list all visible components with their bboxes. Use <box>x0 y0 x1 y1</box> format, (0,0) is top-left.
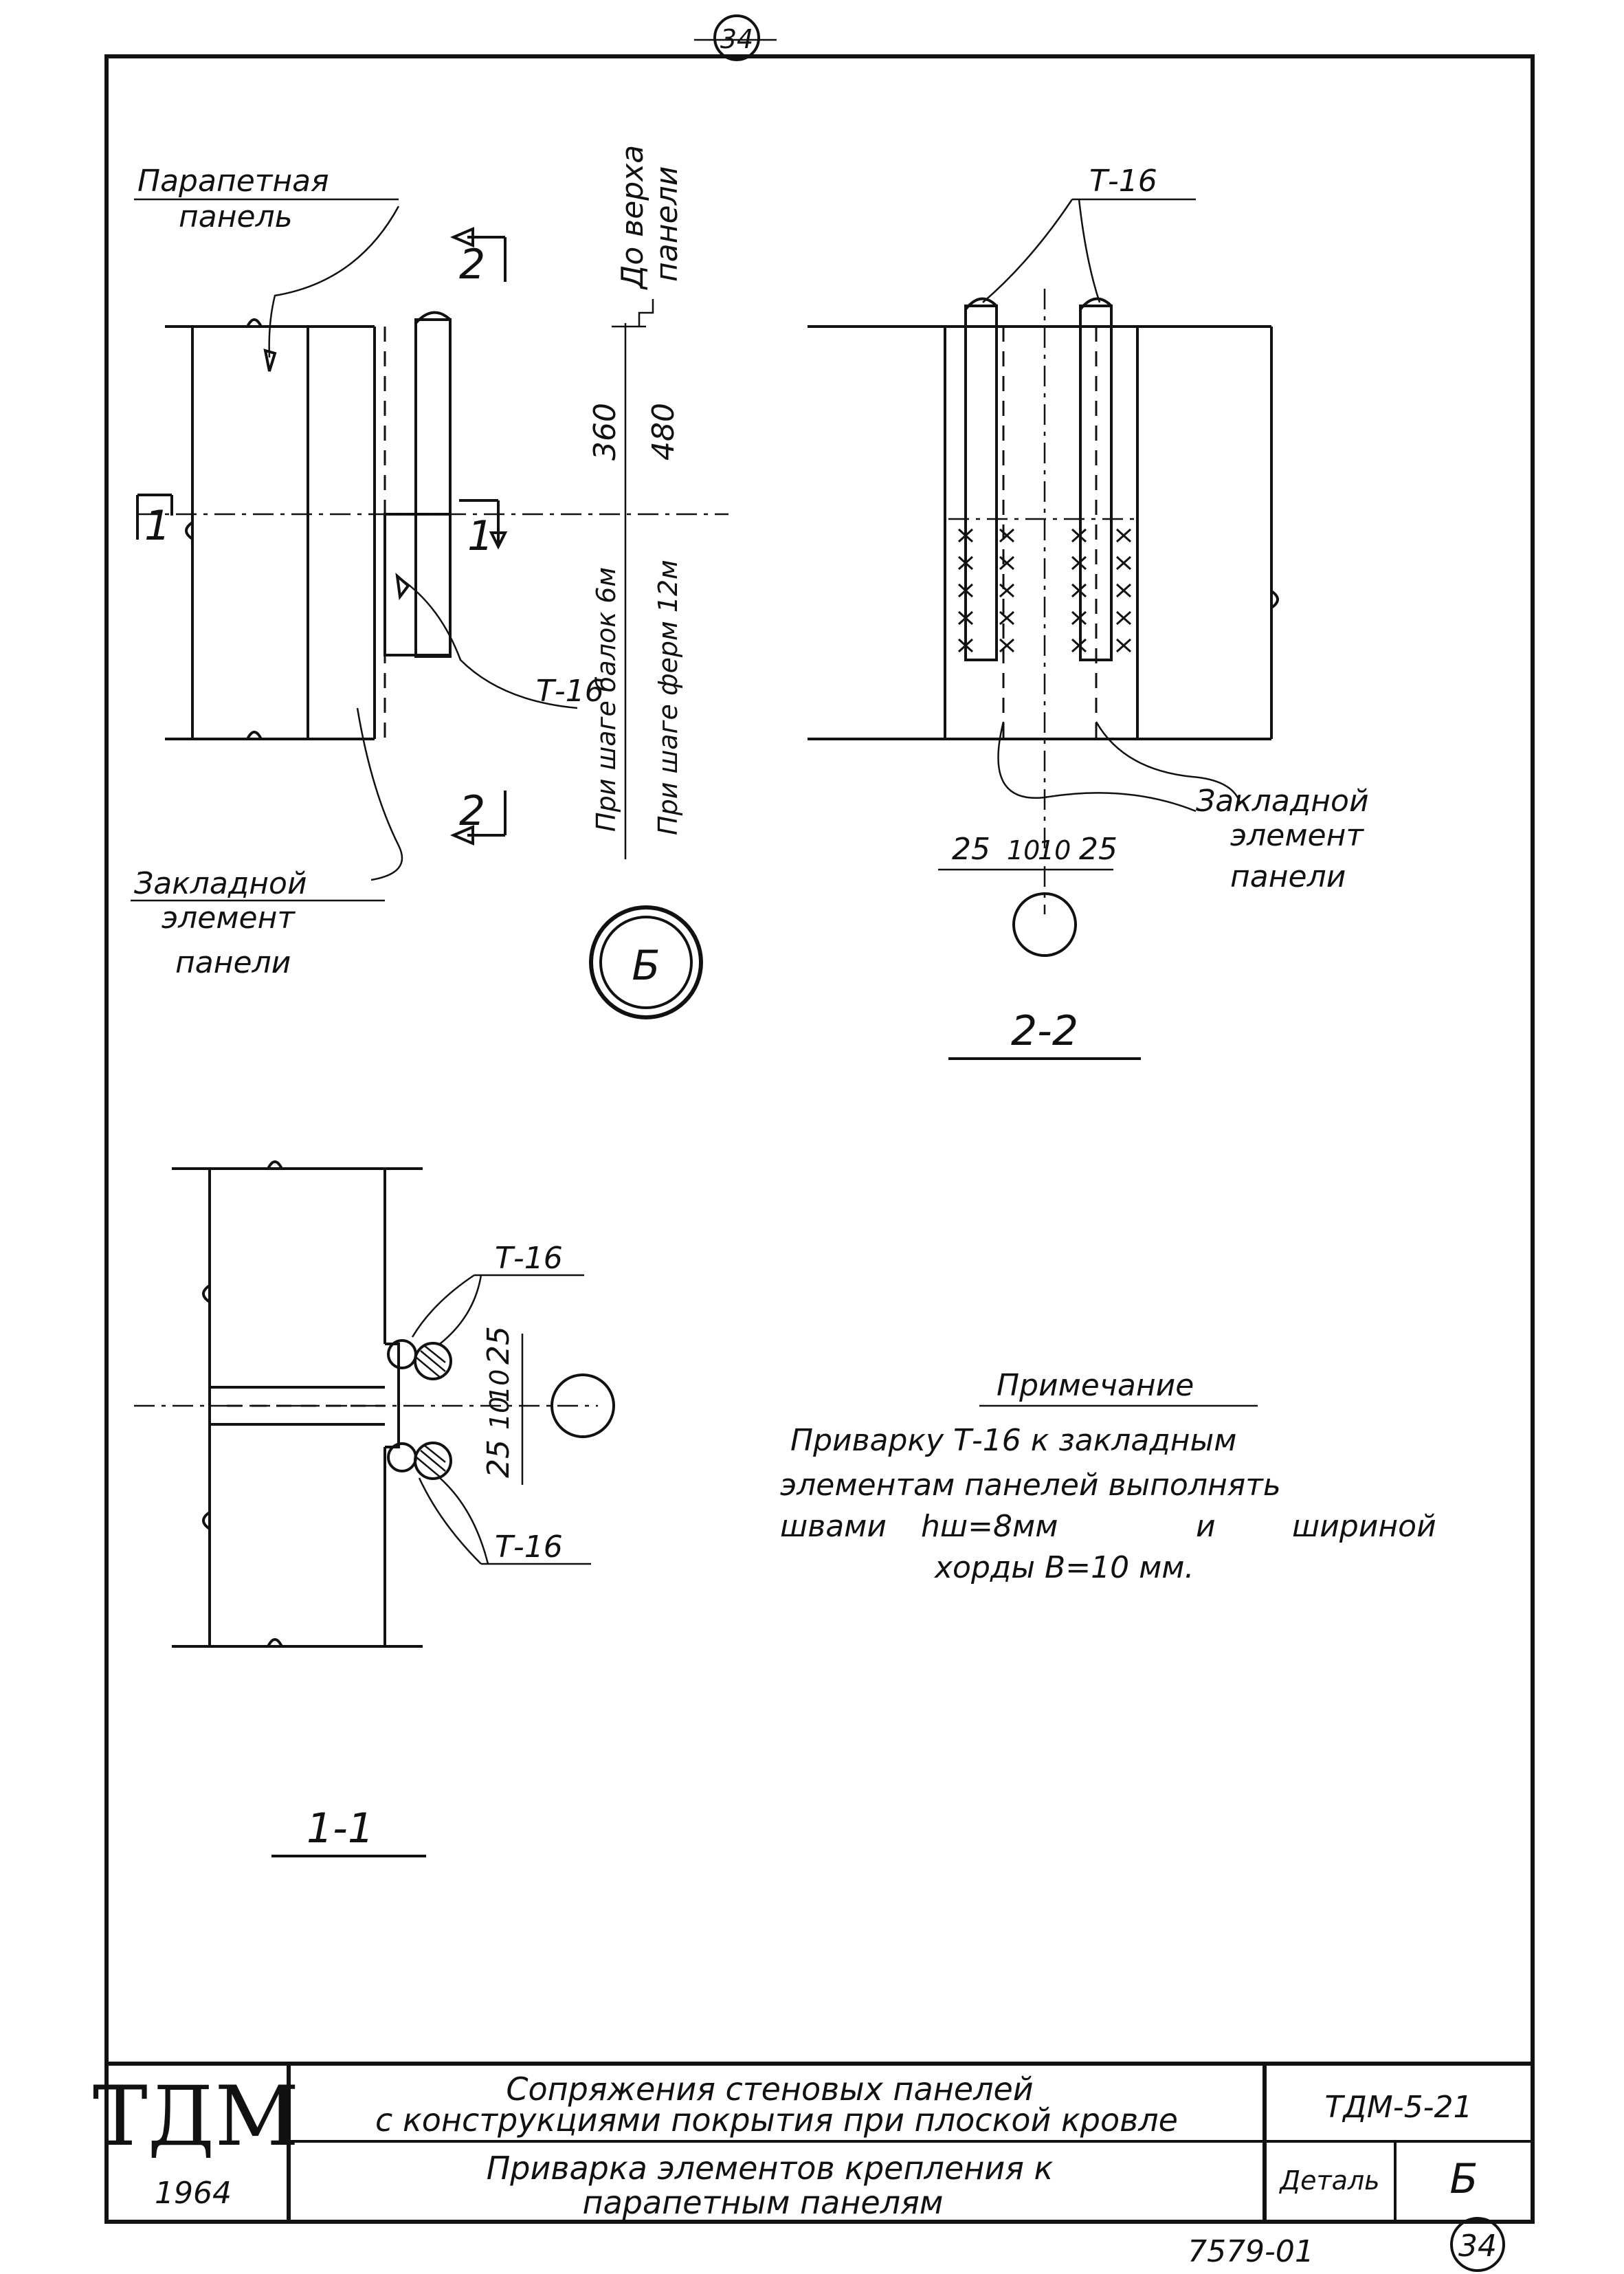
title-line-2: с конструкциями покрытия при плоской кро… <box>375 2101 1178 2139</box>
note-line-1: Приварку Т-16 к закладным <box>790 1423 1236 1458</box>
view-1-1-dim-4: 25 <box>481 1439 516 1478</box>
view-1-1-title: 1-1 <box>307 1804 374 1853</box>
dim-top-label-2: панели <box>649 166 685 282</box>
top-sheet-number-text: 34 <box>720 24 753 54</box>
view-a-embedded-label-2: элемент <box>162 901 296 936</box>
title-block: ТДМ 1964 Сопряжения стеновых панелей с к… <box>93 2062 1533 2222</box>
dim-360: 360 <box>588 403 623 461</box>
view-2-2-embedded-label-3: панели <box>1230 859 1346 894</box>
note-heading: Примечание <box>997 1368 1194 1403</box>
sheet-frame <box>104 54 1535 2224</box>
view-2-2-dim-2: 10 <box>1007 835 1040 865</box>
view-2-2-t16-ref: Т-16 <box>1089 164 1157 199</box>
section-mark-2-bottom-text: 2 <box>459 787 485 835</box>
section-mark-1-left-text: 1 <box>144 502 170 550</box>
view-2-2-dim-4: 25 <box>1079 832 1117 867</box>
section-mark-2-top-text: 2 <box>459 241 485 289</box>
section-mark-1-left: 1 <box>136 494 173 550</box>
note-line-3d: шириной <box>1292 1509 1436 1544</box>
dim-480: 480 <box>646 403 681 461</box>
note-block: Примечание Приварку Т-16 к закладным эле… <box>780 1368 1436 1585</box>
view-2-2-title: 2-2 <box>1011 1007 1078 1055</box>
view-1-1-dim-3: 10 <box>485 1397 515 1430</box>
detail-marker: Б <box>589 905 703 1019</box>
view-1-1-section: 25 10 10 25 Т-16 Т-16 1-1 <box>134 1160 615 1857</box>
top-sheet-number: 34 <box>694 14 777 61</box>
note-line-3b: hш=8мм <box>921 1509 1058 1544</box>
dim-beam-note: При шаге балок 6м <box>591 567 621 832</box>
view-1-1-dim-2: 10 <box>485 1369 515 1402</box>
note-line-3a: швами <box>780 1509 887 1544</box>
doc-code: ТДМ-5-21 <box>1325 2090 1473 2125</box>
title-year: 1964 <box>155 2176 232 2211</box>
detail-label: Деталь <box>1278 2165 1379 2196</box>
note-line-4: хорды B=10 мм. <box>933 1550 1194 1585</box>
title-logo: ТДМ <box>93 2069 299 2165</box>
view-a-t16-ref: Т-16 <box>536 674 604 709</box>
page-number: 34 <box>1458 2229 1497 2264</box>
section-mark-2-bottom: 2 <box>449 787 507 846</box>
title-line-1: Сопряжения стеновых панелей <box>506 2071 1033 2108</box>
view-2-2-dim-3: 10 <box>1038 835 1071 865</box>
parapet-label-2: панель <box>179 199 293 234</box>
parapet-label-1: Парапетная <box>137 164 329 199</box>
view-a-embedded-label-1: Закладной <box>134 866 307 901</box>
view-2-2-embedded-label-2: элемент <box>1230 818 1364 853</box>
section-mark-1-right-text: 1 <box>467 512 493 560</box>
view-a-elevation: Парапетная панель 2 2 1 1 <box>131 145 728 980</box>
dim-top-label-1: До верха <box>615 145 650 290</box>
archive-number: 7579-01 <box>1188 2234 1314 2269</box>
section-mark-2-top: 2 <box>449 226 507 289</box>
subtitle-line-1: Приварка элементов крепления к <box>487 2150 1054 2187</box>
view-2-2-embedded-label-1: Закладной <box>1196 784 1369 819</box>
detail-marker-text: Б <box>632 942 660 990</box>
note-line-3c: и <box>1196 1509 1216 1544</box>
dim-top-label: До верха панели <box>615 145 685 290</box>
note-line-2: элементам панелей выполнять <box>780 1468 1281 1503</box>
view-a-embedded-label-3: панели <box>175 945 291 980</box>
dim-truss-note: При шаге ферм 12м <box>653 560 683 835</box>
view-1-1-t16-bottom: Т-16 <box>495 1530 563 1565</box>
detail-value: Б <box>1449 2155 1478 2203</box>
view-1-1-t16-top: Т-16 <box>495 1241 563 1276</box>
subtitle-line-2: парапетным панелям <box>583 2184 944 2221</box>
footer: 7579-01 34 <box>1188 2217 1505 2272</box>
view-2-2-dim-1: 25 <box>952 832 990 867</box>
section-mark-1-right: 1 <box>459 499 508 560</box>
view-2-2-section: Т-16 Закладной элемент панели 25 10 10 2… <box>808 164 1369 1060</box>
view-1-1-dim-1: 25 <box>481 1326 516 1365</box>
